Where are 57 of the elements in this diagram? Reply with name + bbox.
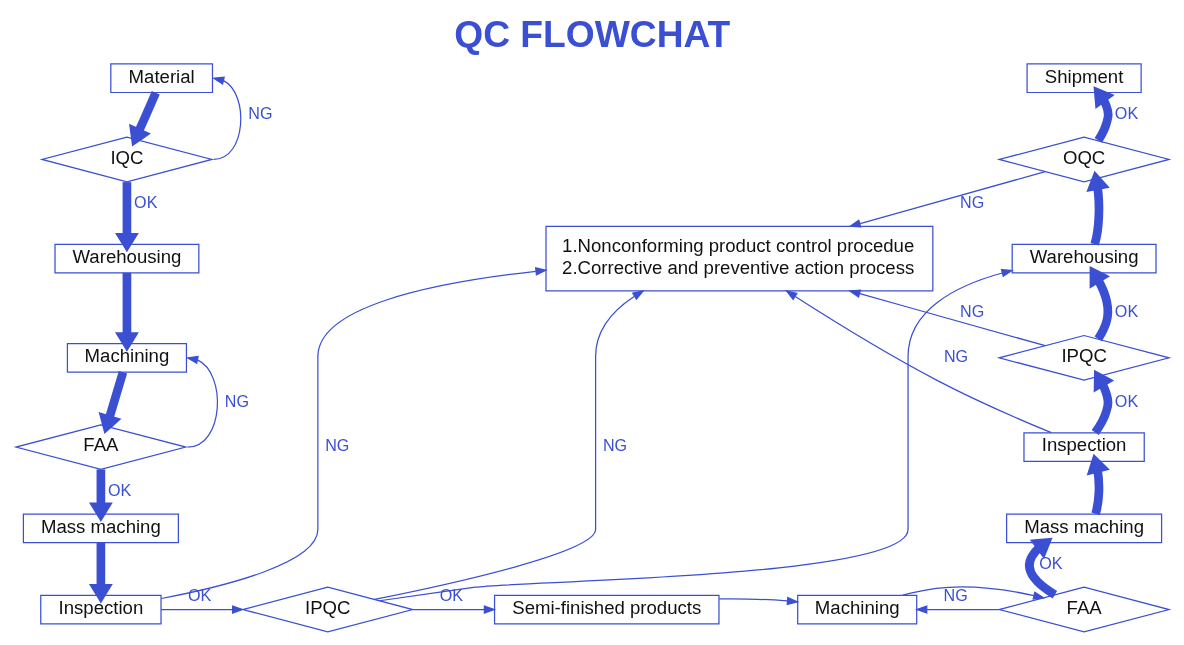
arrow [128, 91, 160, 147]
arrow [114, 272, 139, 352]
arrow [1086, 453, 1110, 516]
arrow [98, 371, 127, 435]
arrow [160, 605, 244, 614]
arrow [1085, 170, 1110, 246]
edge-label: OK [439, 586, 463, 605]
arrow [784, 290, 1052, 434]
node-box: 1.Nonconforming product control procedue 2.Corrective and preventive action process [544, 225, 933, 292]
arrow [378, 268, 1014, 602]
arrow [847, 171, 1046, 228]
arrow [373, 290, 645, 600]
node-diamond: FAA [13, 424, 188, 471]
edge-label: NG [943, 586, 968, 605]
arrow [847, 289, 1046, 347]
node-box: Mass maching [1005, 513, 1162, 544]
arrow [185, 355, 218, 448]
edge-label: NG [602, 436, 627, 455]
node-box: Warehousing [53, 243, 199, 274]
arrow [160, 267, 548, 600]
arrow [1089, 265, 1112, 342]
arrow [88, 469, 113, 522]
arrow [411, 605, 496, 614]
edge-label: OK [1114, 391, 1138, 410]
edge-label: NG [959, 193, 984, 212]
node-box: Machining [796, 594, 917, 625]
arrow [88, 542, 113, 604]
edge-label: OK [133, 193, 157, 212]
edge-label: OK [1114, 302, 1138, 321]
edge-label: OK [1038, 554, 1063, 573]
node-diamond: IPQC [996, 334, 1171, 381]
node-box: Semi-finished products [493, 594, 720, 625]
arrow [211, 76, 241, 161]
edge-label: OK [187, 586, 211, 605]
node-diamond: IQC [39, 136, 214, 183]
arrow [914, 605, 999, 614]
arrow [718, 596, 799, 606]
node-box: Shipment [1025, 63, 1142, 94]
edge-label: OK [1114, 104, 1138, 123]
arrow [114, 182, 139, 253]
node-box: Inspection [1022, 432, 1145, 462]
node-box: Material [109, 63, 213, 94]
node-box: Inspection [39, 594, 162, 625]
arrow [901, 586, 1045, 600]
arrow [1024, 537, 1057, 599]
node-diamond: FAA [996, 586, 1171, 633]
edge-label: NG [224, 391, 249, 410]
edge-label: NG [247, 104, 273, 123]
edge-label: OK [107, 480, 131, 499]
node-box: Mass maching [22, 513, 179, 544]
edge-label: NG [943, 347, 968, 366]
edge-label: NG [324, 436, 349, 455]
node-diamond: OQC [996, 136, 1171, 183]
node-box: Warehousing [1011, 243, 1157, 274]
diagram-title: QC FLOWCHAT [453, 12, 730, 55]
node-box: Machining [66, 342, 187, 373]
edge-label: NG [959, 302, 984, 321]
